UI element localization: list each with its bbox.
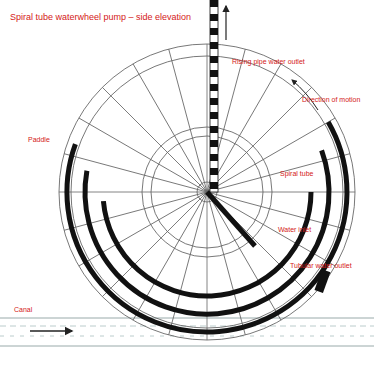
part-label: Paddle [28,136,50,144]
part-label: Spiral tube [280,170,313,178]
part-label: Rising pipe water outlet [232,58,305,66]
part-label: Tubular water outlet [290,262,352,270]
part-label: Water inlet [278,226,311,234]
part-label: Direction of motion [302,96,360,104]
diagram-title: Spiral tube waterwheel pump – side eleva… [10,12,191,22]
part-label: Canal [14,306,32,314]
